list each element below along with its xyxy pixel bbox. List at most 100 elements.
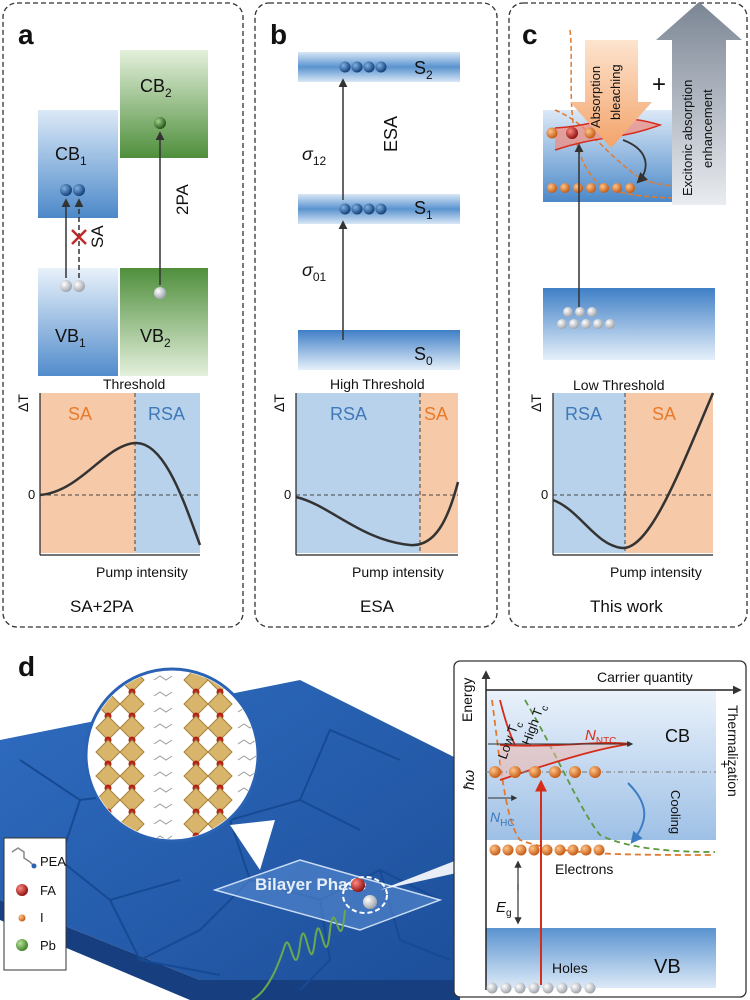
- electron: [566, 127, 578, 139]
- pea-spacer: [153, 707, 173, 713]
- carrier-highlight: [342, 876, 388, 914]
- holes: [486, 982, 596, 994]
- cooling-arrow: [627, 782, 646, 844]
- electrons-label: Electrons: [555, 861, 613, 877]
- iodide-icon: [18, 914, 26, 922]
- panel-b-caption: ESA: [360, 597, 395, 616]
- pea-spacer: [153, 787, 173, 793]
- pea-spacer: [153, 691, 173, 697]
- pea-spacer: [237, 739, 256, 745]
- pea-spacer: [153, 755, 173, 761]
- y-axis-label: ΔT: [15, 394, 31, 412]
- lead-icon: [16, 939, 28, 951]
- rsa-region-label: RSA: [330, 404, 367, 424]
- electron: [546, 127, 558, 139]
- sa-region-label: SA: [652, 404, 676, 424]
- zero-label: 0: [284, 487, 291, 502]
- eg-label: Eg: [496, 899, 512, 919]
- s2-electrons: [339, 61, 387, 73]
- low-tc-dist: [491, 699, 716, 856]
- bilayer-region: [212, 859, 443, 931]
- response-curve: [295, 481, 460, 547]
- bleaching-text: Absorption: [588, 66, 603, 128]
- threshold-label: High Threshold: [330, 376, 425, 392]
- x-axis-label: Pump intensity: [610, 564, 702, 580]
- rsa-region-label: RSA: [148, 404, 185, 424]
- pea-spacer: [237, 755, 256, 761]
- s1-text: S1: [414, 198, 433, 222]
- x-axis-label: Pump intensity: [352, 564, 444, 580]
- vb-label: VB: [654, 956, 681, 978]
- electron: [60, 184, 72, 196]
- s1-electrons: [339, 203, 387, 215]
- cooling-label: Cooling: [668, 790, 683, 834]
- cb-label: CB: [665, 726, 690, 746]
- zero-label: 0: [541, 487, 548, 502]
- sa-region-label: SA: [68, 404, 92, 424]
- fa-icon: [16, 884, 28, 896]
- cooling-arrow: [622, 139, 648, 184]
- legend-fa: FA: [40, 883, 56, 898]
- energy-label: Energy: [459, 678, 475, 722]
- hot-carrier-dist: [569, 29, 716, 199]
- bleaching-arrow: [570, 40, 652, 148]
- enhancement-text: Excitonic absorption: [680, 80, 695, 196]
- threshold-label: Low Threshold: [573, 377, 665, 393]
- electron: [584, 127, 596, 139]
- panel-c-label: c: [522, 19, 538, 50]
- response-curve: [39, 441, 202, 546]
- panel-a-frame: [2, 2, 244, 628]
- panel-d: d Bilayer Phase: [0, 651, 747, 1000]
- pea-spacer: [153, 723, 173, 729]
- panel-a: a CB1 VB1 CB2 VB2 SA 2PA Threshold SA RS…: [2, 2, 244, 628]
- pea-spacer: [88, 707, 89, 713]
- holes-label: Holes: [552, 960, 588, 976]
- cb1-band: [38, 110, 118, 218]
- cross-icon: [71, 229, 87, 245]
- vb-band: [543, 288, 715, 360]
- esa-label: ESA: [381, 116, 401, 152]
- pea-icon: [11, 847, 37, 869]
- panel-d-label: d: [18, 651, 35, 682]
- zero-label: 0: [28, 487, 35, 502]
- vb2-band: [120, 268, 208, 376]
- ntc-tail: [499, 699, 516, 746]
- magnifier-pointer: [230, 820, 275, 870]
- plus-sign: +: [652, 71, 666, 98]
- legend-box: [3, 837, 67, 971]
- panel-b: b S2 S1 S0 ESA σ12 σ01 High Threshold RS…: [254, 2, 498, 628]
- cb2-band: [120, 50, 208, 158]
- cooled-electrons: [489, 844, 605, 856]
- panel-b-label: b: [270, 19, 287, 50]
- hole: [154, 287, 166, 299]
- cb1-text: CB1: [55, 144, 87, 168]
- s0-band: [298, 330, 460, 370]
- panel-b-frame: [254, 2, 498, 628]
- panel-c-frame: [508, 2, 748, 628]
- hot-electrons: [489, 766, 601, 778]
- rsa-region-label: RSA: [565, 404, 602, 424]
- laser-pulse: [251, 909, 346, 1000]
- bilayer-label: Bilayer Phase: [255, 875, 367, 894]
- vb1-text: VB1: [55, 326, 86, 350]
- vb2-text: VB2: [140, 326, 171, 350]
- film-edge: [0, 900, 460, 1000]
- hole: [363, 895, 377, 909]
- sigma01-label: σ01: [302, 260, 327, 284]
- pea-spacer: [153, 803, 173, 809]
- pea-spacer: [237, 675, 256, 681]
- n-ntc-label: NNTC: [585, 727, 616, 747]
- electron: [73, 184, 85, 196]
- pea-spacer: [153, 819, 173, 825]
- pea-spacer: [88, 691, 89, 697]
- enhancement-arrow: [656, 2, 742, 205]
- legend-pb: Pb: [40, 938, 56, 953]
- n-hc-label: NHC: [490, 809, 515, 829]
- hole: [73, 280, 85, 292]
- rsa-region: [296, 393, 420, 553]
- sa-region: [625, 393, 713, 553]
- y-axis-label: ΔT: [528, 394, 544, 412]
- plus-label: +: [717, 760, 733, 768]
- bleaching-text: bleaching: [608, 64, 623, 120]
- s0-text: S0: [414, 344, 433, 368]
